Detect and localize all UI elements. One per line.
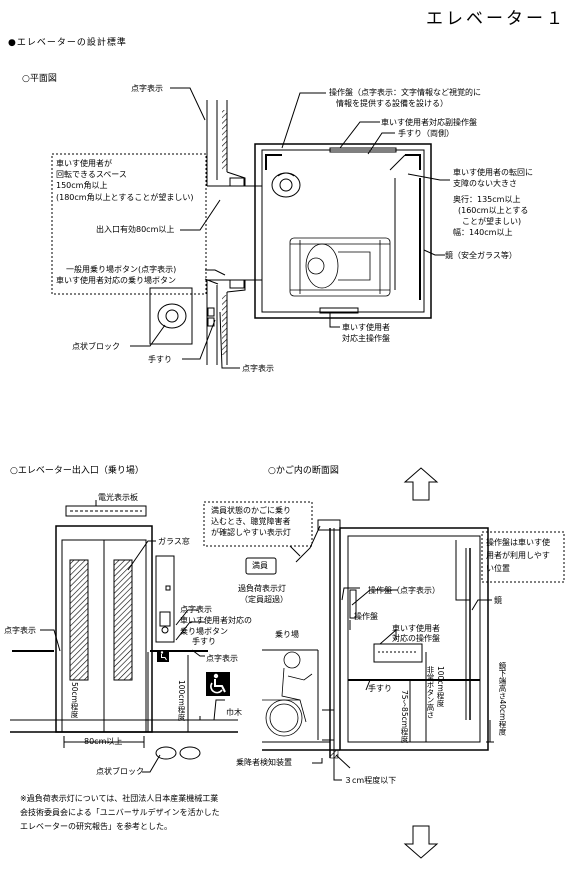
full-sign: 満員: [252, 561, 268, 570]
plan-handrail-both: 手すり（両側）: [398, 129, 454, 138]
turn-space-1: 車いす使用者が: [56, 159, 112, 168]
main-control-panel: [319, 307, 359, 314]
elevator-cage-section: [339, 527, 489, 751]
section-title: ●エレベーターの設計標準: [8, 38, 127, 48]
section-heading: ○かご内の断面図: [268, 466, 339, 476]
glass-window-left: [69, 559, 89, 681]
full-indicator-callout: [203, 501, 313, 547]
hall-tactile-block: 点状ブロック: [96, 767, 144, 776]
full-indicator-3: が確認しやすい表示灯: [211, 528, 291, 537]
section-wc-panel-2: 対応の操作盤: [392, 634, 440, 643]
wheelchair-panel-1: 車いす使用者: [342, 323, 390, 332]
cage-size-1: 車いす使用者の転回に: [453, 168, 533, 177]
footnote-line3: エレベーターの研究報告」を参考とした。: [20, 822, 172, 831]
page-title: エレベーター１: [426, 9, 566, 29]
hall-height-100: 100cm程度: [177, 680, 186, 721]
section-emergency-1: 非常ボタン高さ: [426, 666, 435, 719]
hall-baseboard: 巾木: [226, 708, 242, 717]
seated-wheelchair-person: [262, 651, 313, 737]
position-3: い位置: [486, 564, 510, 573]
display-panel: [65, 505, 147, 517]
hall-height-50: 50cm程度: [70, 682, 79, 718]
turn-space-3: 150cm角以上: [56, 181, 108, 190]
turn-space-4: (180cm角以上とすることが望ましい): [56, 193, 194, 202]
footnote-line1: ※過負荷表示灯については、社団法人日本産業機械工業: [20, 794, 219, 803]
hall-heading: ○エレベーター出入口（乗り場）: [10, 466, 144, 476]
plan-tactile-text-top: 点字表示: [131, 84, 163, 93]
hall-wc-button-2: 乗り場ボタン: [180, 627, 228, 636]
footnote-line2: 会技術委員会による「ユニバーサルデザインを活かした: [20, 808, 220, 817]
hall-tactile-text-left: 点字表示: [4, 626, 36, 635]
cage-size-2: 支障のない大きさ: [453, 179, 517, 188]
plan-handrail: 手すり: [148, 355, 172, 364]
section-hall-label: 乗り場: [275, 630, 299, 639]
hall-indicator: 電光表示板: [98, 493, 138, 502]
plan-walls: [206, 100, 246, 365]
plan-tactile-block: 点状ブロック: [72, 342, 120, 351]
section-mirror: 鏡: [494, 596, 502, 605]
cage-size-6: 幅：140cm以上: [453, 228, 513, 237]
hall-tactile-text-2: 点字表示: [206, 654, 238, 663]
hall-button-panel: [155, 555, 175, 643]
section-control-panel-tactile: 操作盤（点字表示）: [368, 586, 440, 595]
tactile-block-plan: [149, 287, 193, 345]
wheelchair-panel-2: 対応主操作盤: [342, 334, 390, 343]
elevator-cage-outer: [254, 143, 432, 319]
turning-space-box: [51, 153, 207, 295]
full-indicator-2: 込むとき、聴覚障害者: [211, 517, 291, 526]
cage-size-4: (160cm以上とする: [458, 206, 529, 215]
up-arrow-icon: [403, 467, 439, 501]
cage-size-3: 奥行：135cm以上: [453, 195, 521, 204]
wheelchair-control-panel: [373, 643, 423, 663]
entrance-width: 出入口有効80cm以上: [96, 225, 175, 234]
wheelchair-user-figure: [289, 237, 391, 297]
plan-mirror: 鏡（安全ガラス等）: [445, 251, 517, 260]
sub-control-panel: [329, 147, 397, 153]
glass-window-right: [113, 559, 133, 681]
overload-1: 過負荷表示灯: [238, 584, 286, 593]
plan-tactile-text-bottom: 点字表示: [242, 364, 274, 373]
section-control-panel: 操作盤: [354, 612, 378, 621]
hall-handrail: 手すり: [192, 637, 216, 646]
section-wc-panel-1: 車いす使用者: [392, 624, 440, 633]
section-handrail: 手すり: [368, 684, 392, 693]
full-indicator-1: 満員状態のかごに乗り: [211, 506, 291, 515]
cage-size-5: ことが望ましい): [462, 217, 522, 226]
overload-2: （定員超過）: [240, 595, 288, 604]
plan-sub-panel: 車いす使用者対応副操作盤: [381, 118, 477, 127]
plan-control-panel: 操作盤（点字表示：文字情報など視覚的に: [329, 88, 481, 97]
call-button-2: 車いす使用者対応の乗り場ボタン: [56, 276, 176, 285]
person-top-view-2: [157, 303, 187, 329]
hall-width-80: 80cm以上: [84, 737, 123, 746]
wheelchair-icon-small: [157, 650, 169, 662]
turn-space-2: 回転できるスペース: [56, 170, 127, 179]
call-button-1: 一般用乗り場ボタン(点字表示): [66, 265, 177, 274]
position-2: 用者が利用しやす: [486, 551, 550, 560]
person-top-view-1: [271, 172, 301, 198]
plan-heading: ○平面図: [22, 74, 57, 84]
section-height-75-85: 75～85cm程度: [400, 690, 409, 744]
hall-wc-button-1: 車いす使用者対応の: [180, 616, 252, 625]
handrail-left: [265, 154, 282, 170]
section-detector: 乗降者検知装置: [236, 758, 292, 767]
hall-tactile-text-1: 点字表示: [180, 605, 212, 614]
down-arrow-icon: [403, 825, 439, 859]
position-1: 操作盤は車いす使: [486, 538, 550, 547]
section-mirror-height: 鏡下端高さ40cm程度: [498, 662, 507, 736]
section-gap: ３cm程度以下: [344, 776, 397, 785]
hall-glass-window: ガラス窓: [158, 537, 190, 546]
wheelchair-icon: [206, 672, 230, 696]
plan-control-panel-2: 情報を提供する設備を設ける）: [336, 99, 448, 108]
section-emergency-2: 100cm程度: [436, 666, 445, 707]
elevator-cage-inner: [261, 149, 425, 313]
